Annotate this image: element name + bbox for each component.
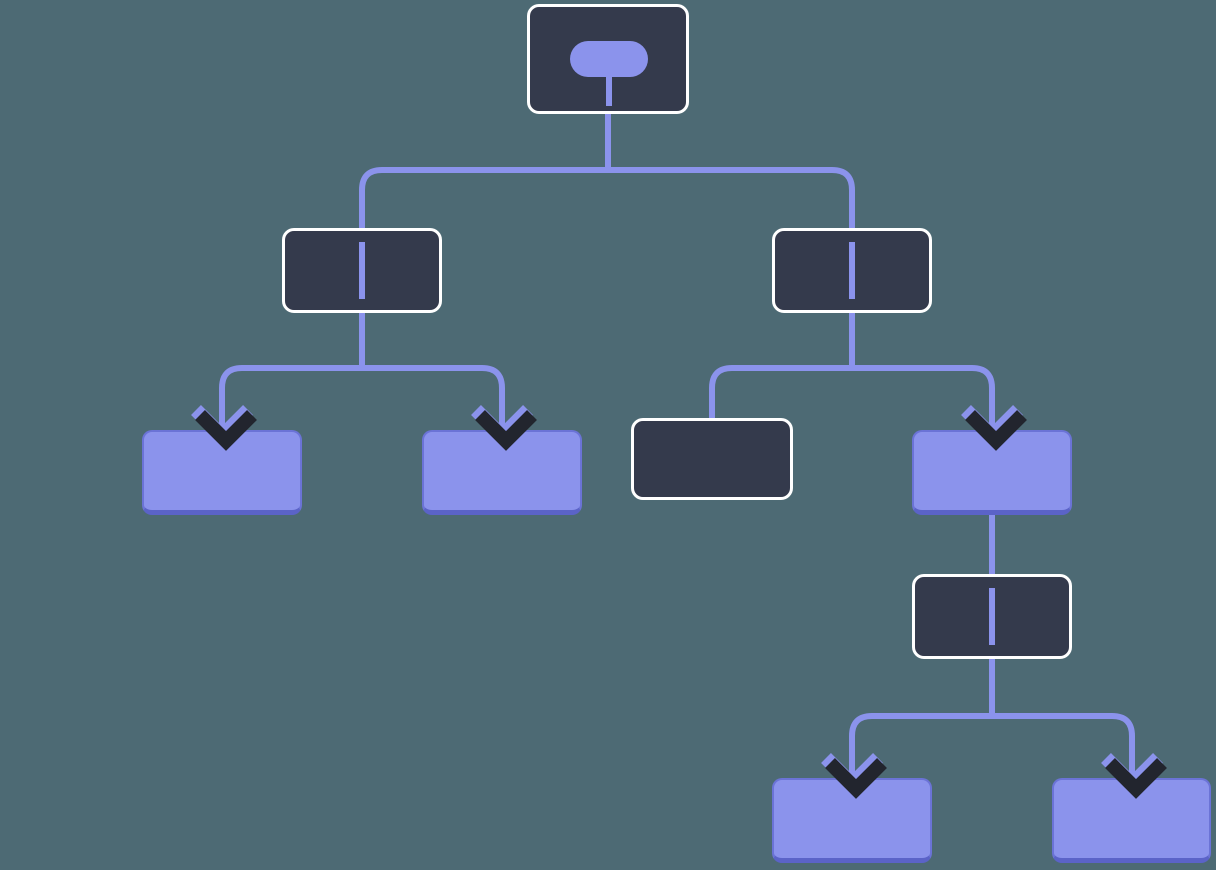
node-l1-left[interactable] xyxy=(282,228,442,313)
node-l2-a[interactable] xyxy=(142,430,302,515)
edge xyxy=(992,713,1135,784)
edge xyxy=(359,167,608,313)
node-l2-d[interactable] xyxy=(912,430,1072,515)
edge xyxy=(709,365,852,424)
edge xyxy=(849,713,992,784)
edge xyxy=(608,167,855,313)
edge xyxy=(362,365,505,436)
edge xyxy=(852,365,995,436)
node-pill-badge xyxy=(570,41,648,77)
node-l2-b[interactable] xyxy=(422,430,582,515)
node-l3-a[interactable] xyxy=(912,574,1072,659)
edge xyxy=(219,365,362,436)
node-root[interactable] xyxy=(527,4,689,114)
node-l4-b[interactable] xyxy=(1052,778,1211,863)
node-l1-right[interactable] xyxy=(772,228,932,313)
node-l2-c[interactable] xyxy=(631,418,793,500)
node-l4-a[interactable] xyxy=(772,778,932,863)
